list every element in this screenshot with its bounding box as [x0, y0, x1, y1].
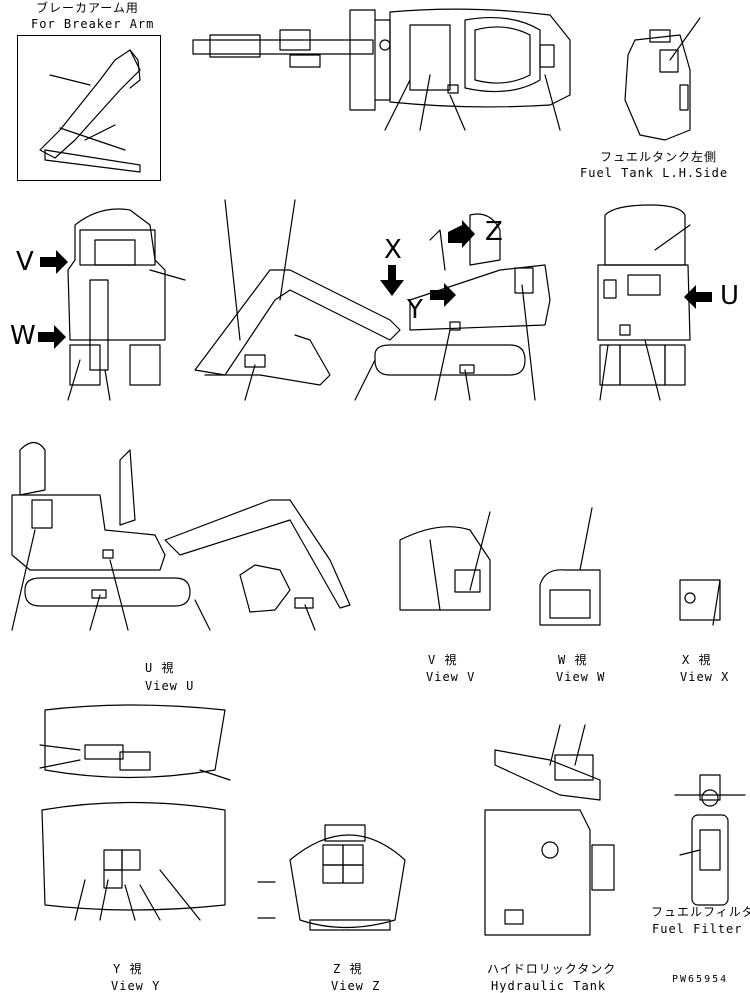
plan-view-drawing — [192, 8, 571, 131]
hydraulic-tank-label-en: Hydraulic Tank — [491, 979, 607, 993]
front-view-drawing — [597, 204, 712, 401]
breaker-arm-drawing — [39, 49, 141, 173]
side-view-drawing — [194, 199, 551, 401]
view-x-label-jp: X 視 — [682, 653, 712, 667]
fuel-tank-label-jp: フュエルタンク左側 — [600, 150, 718, 164]
breaker-arm-title-en: For Breaker Arm — [31, 17, 155, 31]
hydraulic-tank-label-jp: ハイドロリックタンク — [487, 962, 617, 976]
fuel-filter-label-en: Fuel Filter — [652, 922, 743, 936]
view-v-label-jp: V 視 — [428, 653, 458, 667]
view-w-drawing — [539, 507, 601, 626]
fuel-tank-label-en: Fuel Tank L.H.Side — [580, 166, 729, 180]
rear-view-drawing — [38, 208, 186, 401]
view-u-label-jp: U 視 — [145, 661, 175, 675]
view-w-label-en: View W — [556, 670, 606, 684]
breaker-arm-title-jp: ブレーカアーム用 — [36, 1, 139, 15]
view-w-label-jp: W 視 — [558, 653, 588, 667]
drawing-number: PW65954 — [672, 974, 729, 985]
fuel-filter-drawing — [674, 774, 746, 906]
view-u-label-en: View U — [145, 679, 195, 693]
arrow-letter-z: Z — [485, 217, 503, 247]
breaker-arm-inset-frame — [17, 35, 161, 181]
view-v-drawing — [399, 511, 491, 611]
arrow-letter-u: U — [720, 281, 740, 311]
fuel-tank-drawing — [624, 17, 701, 141]
fuel-filter-label-jp: フュエルフィルタ — [651, 905, 750, 919]
view-y-drawing — [39, 704, 231, 921]
view-x-label-en: View X — [680, 670, 730, 684]
view-v-label-en: View V — [426, 670, 476, 684]
arrow-letter-w: W — [10, 321, 36, 351]
view-u-drawing — [11, 441, 351, 631]
view-z-label-jp: Z 視 — [333, 962, 363, 976]
view-y-label-en: View Y — [111, 979, 161, 993]
view-x-drawing — [679, 579, 721, 626]
arrow-letter-y: Y — [407, 295, 423, 325]
view-z-label-en: View Z — [331, 979, 381, 993]
view-y-label-jp: Y 視 — [113, 962, 143, 976]
hydraulic-tank-drawing — [484, 724, 615, 936]
arrow-letter-x: X — [384, 235, 402, 265]
view-z-drawing — [257, 824, 406, 931]
arrow-letter-v: V — [16, 247, 34, 277]
